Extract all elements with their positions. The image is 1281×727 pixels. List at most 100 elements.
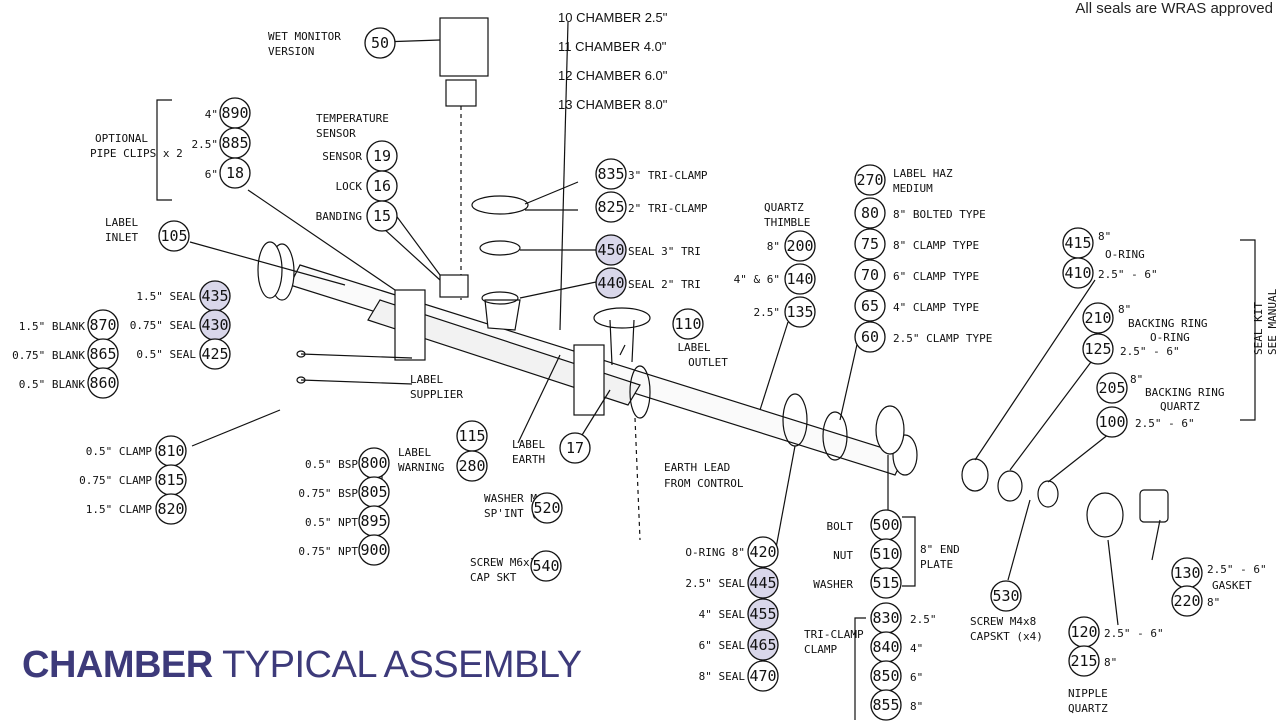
temp-item-19: SENSOR <box>322 150 362 163</box>
labels-layer: 10 CHAMBER 2.5"11 CHAMBER 4.0"12 CHAMBER… <box>12 10 1279 721</box>
label-warning: LABEL <box>398 446 431 459</box>
clamp-small-810: 0.5" CLAMP <box>86 445 153 458</box>
part-17: 17 <box>566 439 584 457</box>
backing-quartz-label-2: QUARTZ <box>1160 400 1200 413</box>
quartz-thimble-label: QUARTZ <box>764 201 804 214</box>
part-840: 840 <box>872 638 899 656</box>
part-140-circle <box>784 263 816 295</box>
part-19: 19 <box>373 147 391 165</box>
seal-small-430: 0.75" SEAL <box>130 319 197 332</box>
label-haz-2: MEDIUM <box>893 182 933 195</box>
chamber-10: 10 CHAMBER 2.5" <box>558 10 668 25</box>
part-855: 855 <box>872 696 899 714</box>
seal-small-425: 0.5" SEAL <box>136 348 196 361</box>
pipe-clip-size-885: 2.5" <box>192 138 219 151</box>
part-80: 80 <box>861 204 879 222</box>
part-515-circle <box>870 567 902 599</box>
size25-410: 2.5" - 6" <box>1098 268 1158 281</box>
chamber-13: 13 CHAMBER 8.0" <box>558 97 668 112</box>
size25-125: 2.5" - 6" <box>1120 345 1180 358</box>
part-17-circle <box>559 432 591 464</box>
part-860-circle <box>87 367 119 399</box>
quartz-thimble-label-2: THIMBLE <box>764 216 810 229</box>
part-805: 805 <box>360 483 387 501</box>
temperature-label-2: SENSOR <box>316 127 356 140</box>
fitting-805: 0.75" BSP <box>298 487 358 500</box>
wras-note: All seals are WRAS approved <box>1075 0 1273 17</box>
size8-210: 8" <box>1118 303 1131 316</box>
chamber-12: 12 CHAMBER 6.0" <box>558 68 668 83</box>
label-outlet: LABEL <box>677 341 710 354</box>
clamp-type-60: 2.5" CLAMP TYPE <box>893 332 992 345</box>
pipe-clips-label: OPTIONAL <box>95 132 148 145</box>
part-890: 890 <box>221 104 248 122</box>
part-425: 425 <box>201 345 228 363</box>
backing-oring-label-2: O-RING <box>1150 331 1190 344</box>
part-465-circle <box>747 629 779 661</box>
seal-large-420: O-RING 8" <box>685 546 745 559</box>
wet-monitor-label: WET MONITOR <box>268 30 341 43</box>
clamp-type-70: 6" CLAMP TYPE <box>893 270 979 283</box>
part-50: 50 <box>371 34 389 52</box>
part-865: 865 <box>89 345 116 363</box>
part-810: 810 <box>157 442 184 460</box>
temperature-label: TEMPERATURE <box>316 112 389 125</box>
part-200-circle <box>784 230 816 262</box>
part-75-circle <box>854 228 886 260</box>
temp-item-15: BANDING <box>316 210 362 223</box>
gasket-size-220: 8" <box>1207 596 1220 609</box>
part-410: 410 <box>1064 264 1091 282</box>
tri-clamp-size-855: 8" <box>910 700 923 713</box>
part-215-circle <box>1068 645 1100 677</box>
blank-860: 0.5" BLANK <box>19 378 86 391</box>
tri-clamp-top-825: 2" TRI-CLAMP <box>628 202 708 215</box>
part-455: 455 <box>749 605 776 623</box>
part-430: 430 <box>201 316 228 334</box>
label-inlet: LABEL <box>105 216 138 229</box>
part-870: 870 <box>89 316 116 334</box>
part-440: 440 <box>597 274 624 292</box>
part-895: 895 <box>360 512 387 530</box>
thimble-size-135: 2.5" <box>754 306 781 319</box>
part-70-circle <box>854 259 886 291</box>
part-855-circle <box>870 689 902 721</box>
part-100: 100 <box>1098 413 1125 431</box>
tri-seal-440: SEAL 2" TRI <box>628 278 701 291</box>
part-105-circle <box>158 220 190 252</box>
seal-large-445: 2.5" SEAL <box>685 577 745 590</box>
part-15: 15 <box>373 207 391 225</box>
part-515: 515 <box>872 574 899 592</box>
screw-m4-label-2: CAPSKT (x4) <box>970 630 1043 643</box>
part-135-circle <box>784 296 816 328</box>
part-125-circle <box>1082 333 1114 365</box>
part-830: 830 <box>872 609 899 627</box>
nipple-size-215: 8" <box>1104 656 1117 669</box>
part-205: 205 <box>1098 379 1125 397</box>
wet-monitor-label-2: VERSION <box>268 45 314 58</box>
part-100-circle <box>1096 406 1128 438</box>
chamber-drawing <box>156 17 1256 720</box>
backing-oring-label: BACKING RING <box>1128 317 1207 330</box>
part-465: 465 <box>749 636 776 654</box>
part-15-circle <box>366 200 398 232</box>
part-115: 115 <box>458 427 485 445</box>
part-210-circle <box>1082 302 1114 334</box>
part-530: 530 <box>992 587 1019 605</box>
tri-clamp-top-835: 3" TRI-CLAMP <box>628 169 708 182</box>
nipple-label: NIPPLE <box>1068 687 1108 700</box>
nipple-label-2: QUARTZ <box>1068 702 1108 715</box>
earth-lead-label-2: FROM CONTROL <box>664 477 744 490</box>
end-plate-label-2: PLATE <box>920 558 953 571</box>
tri-seal-450: SEAL 3" TRI <box>628 245 701 258</box>
seal-small-435: 1.5" SEAL <box>136 290 196 303</box>
part-450: 450 <box>597 241 624 259</box>
part-105: 105 <box>160 227 187 245</box>
part-210: 210 <box>1084 309 1111 327</box>
screw-m4-label: SCREW M4x8 <box>970 615 1036 628</box>
label-supplier: LABEL <box>410 373 443 386</box>
part-205-circle <box>1096 372 1128 404</box>
part-850: 850 <box>872 667 899 685</box>
title-rest: TYPICAL ASSEMBLY <box>222 644 582 686</box>
part-220-circle <box>1171 585 1203 617</box>
part-140: 140 <box>786 270 813 288</box>
